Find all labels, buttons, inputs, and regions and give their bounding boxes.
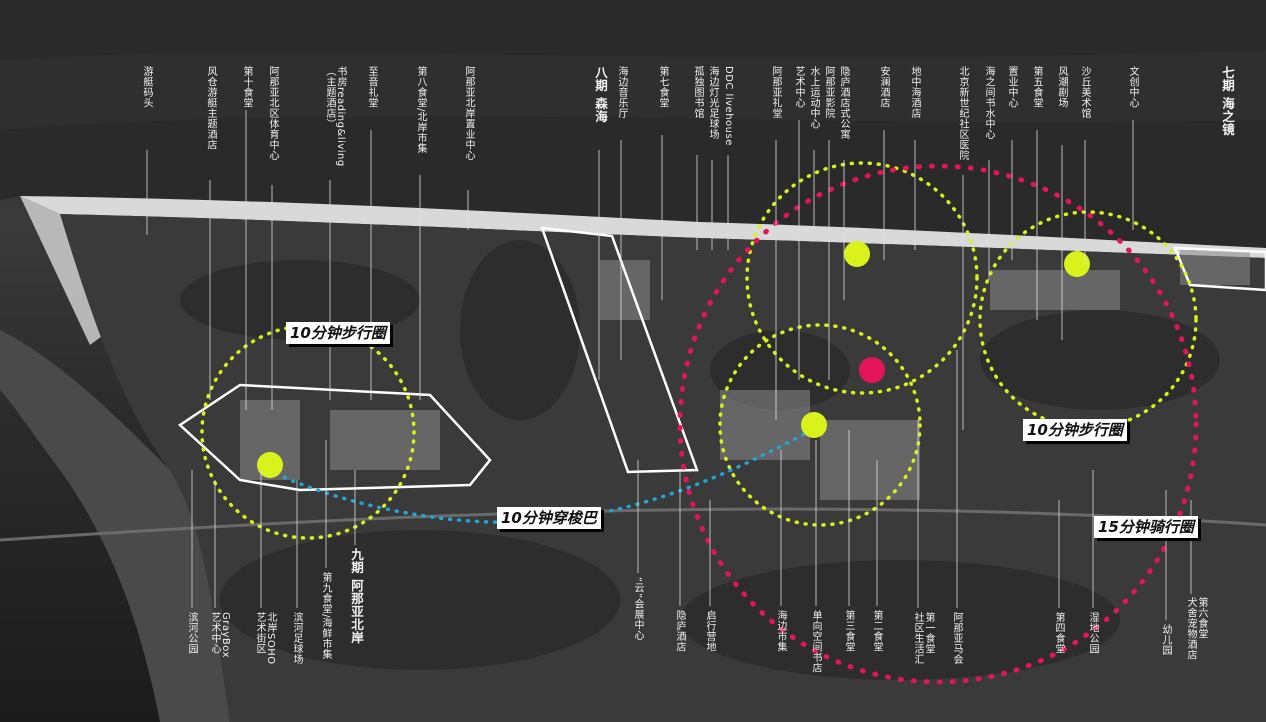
label-shufang: 书房reading&living （主题酒店） [324, 66, 346, 167]
district-eighth-phase [540, 226, 699, 474]
hub-dot-north [844, 241, 870, 267]
bike-circle [677, 163, 1199, 685]
label-haibian-market: 海边市集 [775, 610, 786, 652]
label-shishitang: 第十食堂 [241, 66, 252, 108]
label-diwu: 第五食堂 [1031, 66, 1042, 108]
label-fengchao: 风潮剧场 [1056, 66, 1067, 108]
label-binhe-park: 滨河公园 [186, 612, 197, 654]
label-qiqi: 七期 海之镜 [1220, 66, 1235, 136]
label-binhe-field: 滨河足球场 [291, 612, 302, 665]
label-anaya-chapel: 阿那亚礼堂 [770, 66, 781, 119]
label-wenchuang: 文创中心 [1127, 66, 1138, 108]
label-zhiyin: 至音礼堂 [366, 66, 377, 108]
label-youting: 游艇码头 [141, 66, 152, 108]
label-danxiang: 单向空间书店 [810, 610, 821, 673]
beach-strip [20, 196, 1266, 258]
label-diyi: 第一食堂 社区生活汇 [912, 612, 934, 665]
label-anlan: 安澜酒店 [878, 66, 889, 108]
label-yun: “云”会展中心 [632, 577, 643, 641]
badge-bike-circle: 15分钟骑行圈 [1094, 516, 1198, 538]
label-baqi: 八期 森海 [593, 66, 608, 123]
label-haideng: 海边灯光足球场 [707, 66, 718, 140]
label-disan: 第三食堂 [843, 610, 854, 652]
hub-dot-east [1064, 251, 1090, 277]
walk-circle-north [745, 161, 979, 395]
west-spit [20, 196, 110, 345]
label-fengcang: 风仓游艇主题酒店 [205, 66, 216, 150]
label-soho: 北岸SOHO 艺术街区 [254, 612, 276, 665]
label-jiuqi: 九期 阿那亚北岸 [349, 548, 364, 644]
label-jiushitang: 第九食堂/海鲜市集 [320, 572, 331, 660]
label-art-center: 艺术中心 [793, 66, 804, 108]
label-zhiye: 置业中心 [1006, 66, 1017, 108]
walk-circle-center [718, 323, 922, 527]
badge-walk-circle-west: 10分钟步行圈 [286, 322, 390, 344]
label-anaya-sports: 阿那亚北区体育中心 [267, 66, 278, 161]
hub-dot-ninth [257, 452, 283, 478]
label-zhijian: 海之间书水中心 [983, 66, 994, 140]
label-water-sports: 水上运动中心 [808, 66, 819, 129]
label-beijing-hospital: 北京新世纪社区医院 [957, 66, 968, 161]
label-qihang: 启行营地 [704, 610, 715, 652]
hub-dot-bike [859, 357, 885, 383]
label-disi: 第四食堂 [1053, 612, 1064, 654]
badge-shuttle-bus: 10分钟穿梭巴 [497, 507, 601, 529]
label-yinlu: 隐庐酒店式公寓 [838, 66, 849, 140]
label-dier: 第二食堂 [871, 610, 882, 652]
sea-texture [0, 50, 1266, 130]
label-ddc: DDC livehouse [723, 66, 734, 146]
label-anaya-sales: 阿那亚北岸置业中心 [463, 66, 474, 161]
walk-circle-ninth [200, 324, 416, 540]
label-dizhonghai: 地中海酒店 [909, 66, 920, 119]
label-youer: 幼儿园 [1160, 624, 1171, 656]
label-gudu: 孤独图书馆 [692, 66, 703, 119]
river [0, 330, 230, 722]
label-anaya-horse: 阿那亚马会 [951, 612, 962, 665]
label-diliu: 第六食堂 犬舍宠物酒店 [1185, 597, 1207, 660]
label-shaqiu: 沙丘美术馆 [1079, 66, 1090, 119]
label-shidi: 湿地公园 [1087, 612, 1098, 654]
label-graybox: GrayBox 艺术中心 [209, 612, 231, 658]
badge-walk-circle-east: 10分钟步行圈 [1023, 419, 1127, 441]
hub-dot-center [801, 412, 827, 438]
label-baba: 第八食堂/北岸市集 [415, 66, 426, 154]
label-leader-lines [146, 110, 1192, 620]
label-haibian-music: 海边音乐厅 [616, 66, 627, 119]
label-yinlu-hotel: 隐庐酒店 [674, 610, 685, 652]
label-anaya-cinema: 阿那亚影院 [823, 66, 834, 119]
label-qishitang: 第七食堂 [657, 66, 668, 108]
